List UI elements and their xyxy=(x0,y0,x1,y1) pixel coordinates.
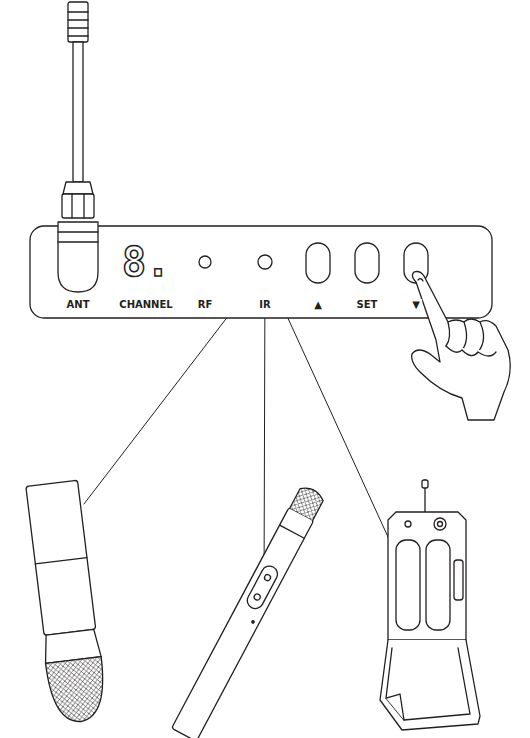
rf-led xyxy=(199,256,211,268)
button-label: SET xyxy=(355,299,380,311)
part-label: ANT xyxy=(65,299,92,311)
buttons xyxy=(306,243,428,283)
handheld-microphone xyxy=(24,480,109,725)
ir-window xyxy=(258,255,272,269)
button-label: ▼ xyxy=(410,299,422,311)
channel-display: 8. xyxy=(122,242,170,282)
bodypack-transmitter xyxy=(380,480,480,730)
stick-microphone xyxy=(172,484,327,738)
hand xyxy=(412,272,511,421)
part-label: IR xyxy=(257,299,272,311)
antenna xyxy=(58,2,98,292)
receiver-panel xyxy=(30,226,492,318)
part-label: RF xyxy=(196,299,215,311)
part-label: CHANNEL xyxy=(117,299,174,311)
button-label: ▲ xyxy=(312,299,324,311)
